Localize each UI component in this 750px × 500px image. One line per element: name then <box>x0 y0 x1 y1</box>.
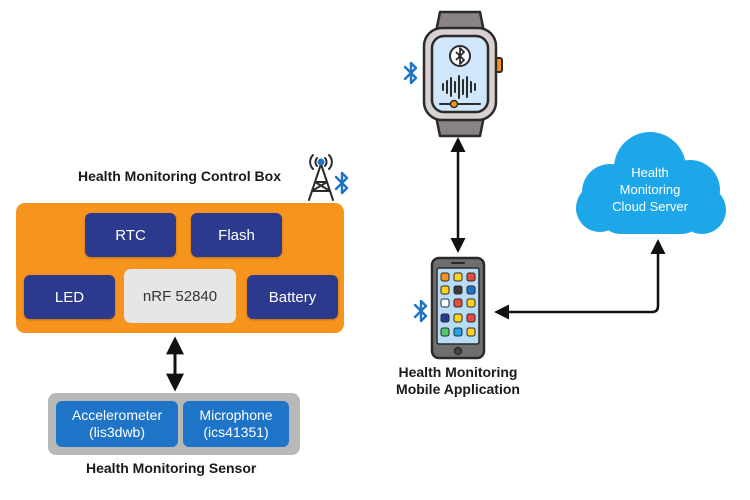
accelerometer-name: Accelerometer <box>71 407 163 423</box>
bluetooth-icon <box>334 171 349 195</box>
microphone-chip: Microphone (ics41351) <box>183 401 289 447</box>
mcu-chip: nRF 52840 <box>124 269 236 323</box>
smartwatch-icon <box>422 10 503 138</box>
sensor-title: Health Monitoring Sensor <box>86 460 257 476</box>
flash-chip: Flash <box>191 213 282 257</box>
led-chip: LED <box>24 275 115 319</box>
antenna-tower-icon <box>308 154 334 201</box>
accelerometer-chip: Accelerometer (lis3dwb) <box>56 401 178 447</box>
sensor-box: Accelerometer (lis3dwb) Microphone (ics4… <box>48 393 300 455</box>
cloud-label-line1: Health <box>631 165 669 180</box>
bluetooth-icon <box>413 299 428 323</box>
cloud-label-line3: Cloud Server <box>612 199 688 214</box>
control-box-title: Health Monitoring Control Box <box>78 168 281 184</box>
microphone-name: Microphone <box>199 407 273 423</box>
cloud-label: Health Monitoring Cloud Server <box>590 164 710 215</box>
microphone-part: (ics41351) <box>203 424 269 440</box>
cloud-label-line2: Monitoring <box>619 182 681 197</box>
mobile-app-label-line2: Mobile Application <box>396 381 520 397</box>
mobile-app-label: Health Monitoring Mobile Application <box>376 364 540 398</box>
phone-cloud-arrow <box>494 239 666 320</box>
battery-chip: Battery <box>247 275 338 319</box>
rtc-chip: RTC <box>85 213 176 257</box>
bluetooth-icon <box>403 61 418 85</box>
cloud-icon <box>576 132 726 234</box>
accelerometer-part: (lis3dwb) <box>88 424 145 440</box>
control-box: RTC Flash LED nRF 52840 Battery <box>16 203 344 333</box>
mobile-app-label-line1: Health Monitoring <box>398 364 518 380</box>
smartphone-icon <box>430 256 486 360</box>
